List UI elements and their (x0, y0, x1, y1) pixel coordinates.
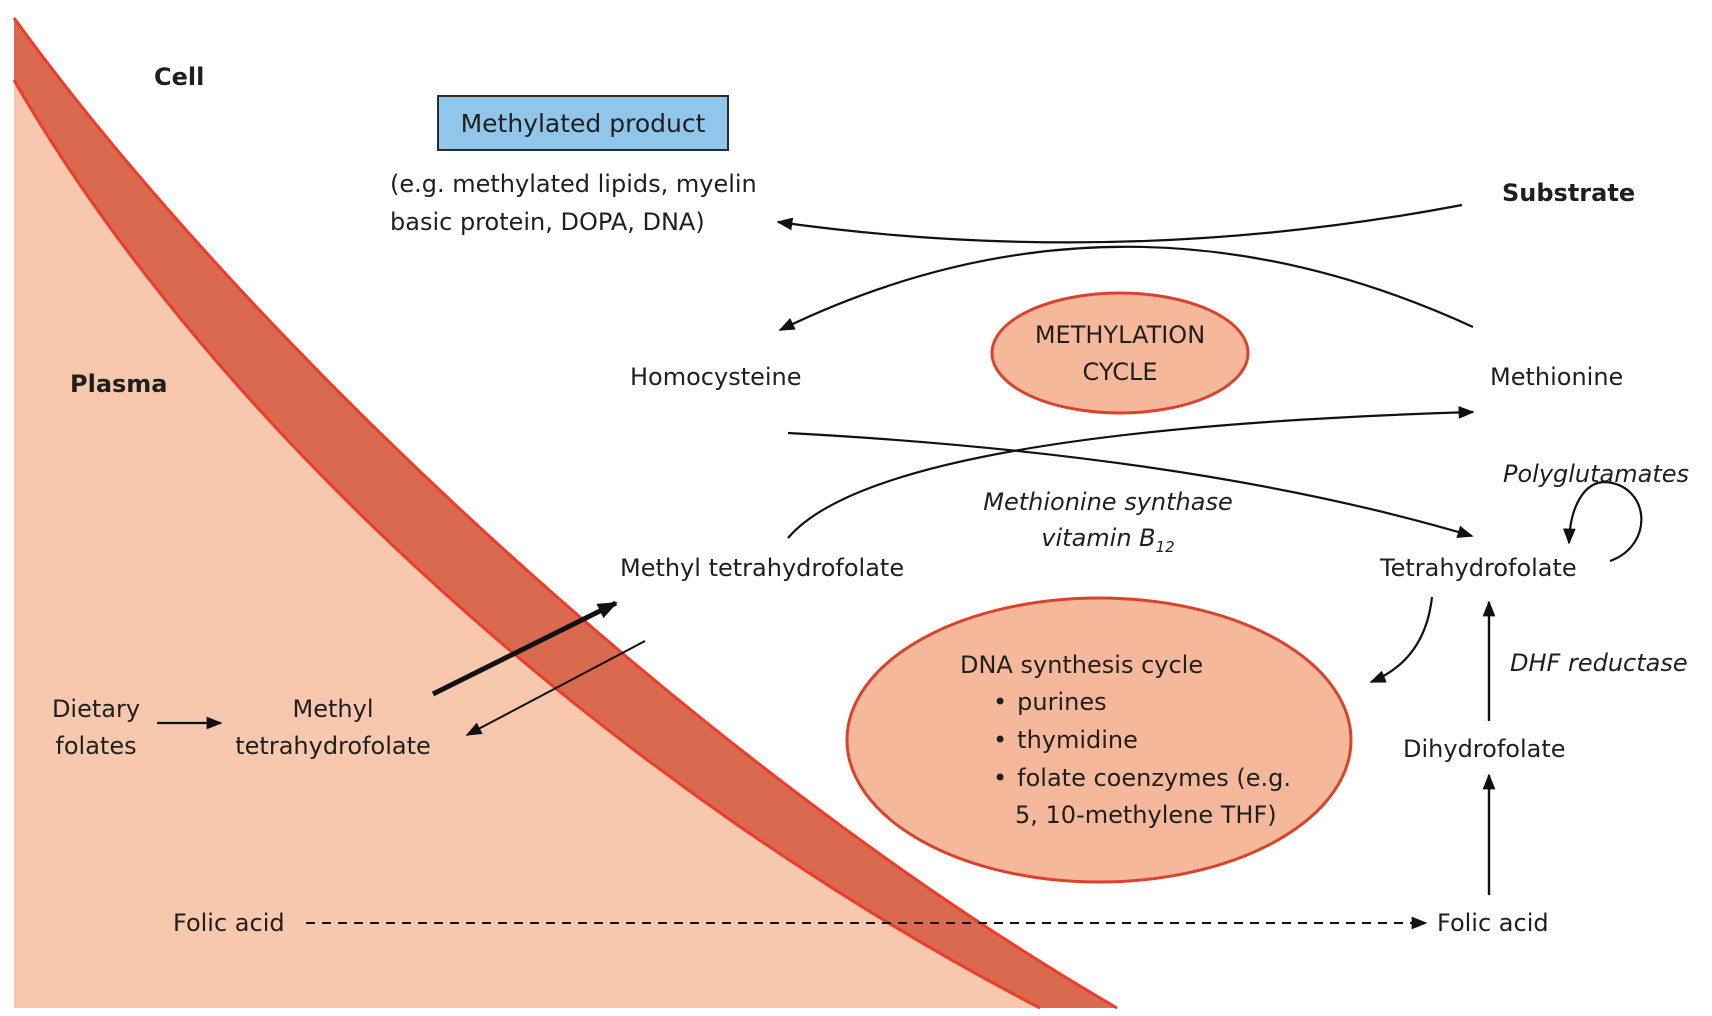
membrane-inner-edge (12, 79, 1041, 1010)
cell-region-label: Cell (154, 63, 205, 91)
methyl-tetrahydrofolate-cell-label: Methyl tetrahydrofolate (620, 554, 905, 582)
arrow-thf-to-dna-cycle (1369, 596, 1434, 684)
arrow-methionine-to-homocysteine (778, 245, 1474, 331)
homocysteine-label: Homocysteine (630, 363, 802, 391)
methylated-product-examples-line1: (e.g. methylated lipids, myelin (390, 170, 757, 198)
membrane-outer-edge (12, 17, 1118, 1010)
dna-cycle-item-folate-coenzymes: folate coenzymes (e.g. (993, 766, 1291, 790)
arrow-homocysteine-to-tetrahydrofolate (787, 431, 1474, 539)
dna-cycle-item-purines: purines (993, 690, 1106, 714)
methylation-cycle-label-line2: CYCLE (1082, 358, 1158, 386)
dietary-folates-label-line1: Dietary (51, 695, 141, 723)
folic-acid-plasma-label: Folic acid (173, 909, 285, 937)
plasma-region (14, 18, 1117, 1008)
dna-cycle-item-thymidine: thymidine (993, 728, 1138, 752)
vitamin-b12-subscript: 12 (1155, 537, 1175, 556)
tetrahydrofolate-label: Tetrahydrofolate (1380, 554, 1577, 582)
substrate-label: Substrate (1502, 179, 1636, 207)
folic-acid-cell-label: Folic acid (1437, 909, 1549, 937)
plasma-region-label: Plasma (70, 370, 168, 398)
methionine-label: Methionine (1490, 363, 1624, 391)
vitamin-b12-prefix: vitamin B (1041, 524, 1156, 552)
methylation-cycle-label-line1: METHYLATION (1034, 321, 1206, 349)
arrow-substrate-to-product (776, 203, 1463, 244)
vitamin-b12-label: vitamin B12 (1041, 526, 1174, 555)
dna-cycle-item-continuation: 5, 10-methylene THF) (1015, 801, 1277, 829)
dna-synthesis-cycle-title: DNA synthesis cycle (960, 651, 1204, 679)
polyglutamates-label: Polyglutamates (1503, 460, 1690, 488)
methyl-thf-plasma-label-line1: Methyl (292, 695, 374, 723)
arrow-methylthf-into-cell (431, 600, 618, 697)
arrow-methylthf-to-methionine (787, 406, 1475, 539)
dihydrofolate-label: Dihydrofolate (1403, 735, 1566, 763)
dietary-folates-label-line2: folates (55, 732, 137, 760)
methylated-product-box: Methylated product (437, 95, 729, 151)
methyl-thf-plasma-label-line2: tetrahydrofolate (235, 732, 431, 760)
methionine-synthase-label: Methionine synthase (983, 488, 1233, 516)
methylation-cycle-ellipse (990, 291, 1250, 415)
dhf-reductase-label: DHF reductase (1510, 649, 1688, 677)
methylated-product-examples-line2: basic protein, DOPA, DNA) (390, 208, 705, 236)
arrow-methylthf-out-of-cell (465, 640, 646, 736)
arrow-polyglutamates-loop (1562, 480, 1643, 563)
